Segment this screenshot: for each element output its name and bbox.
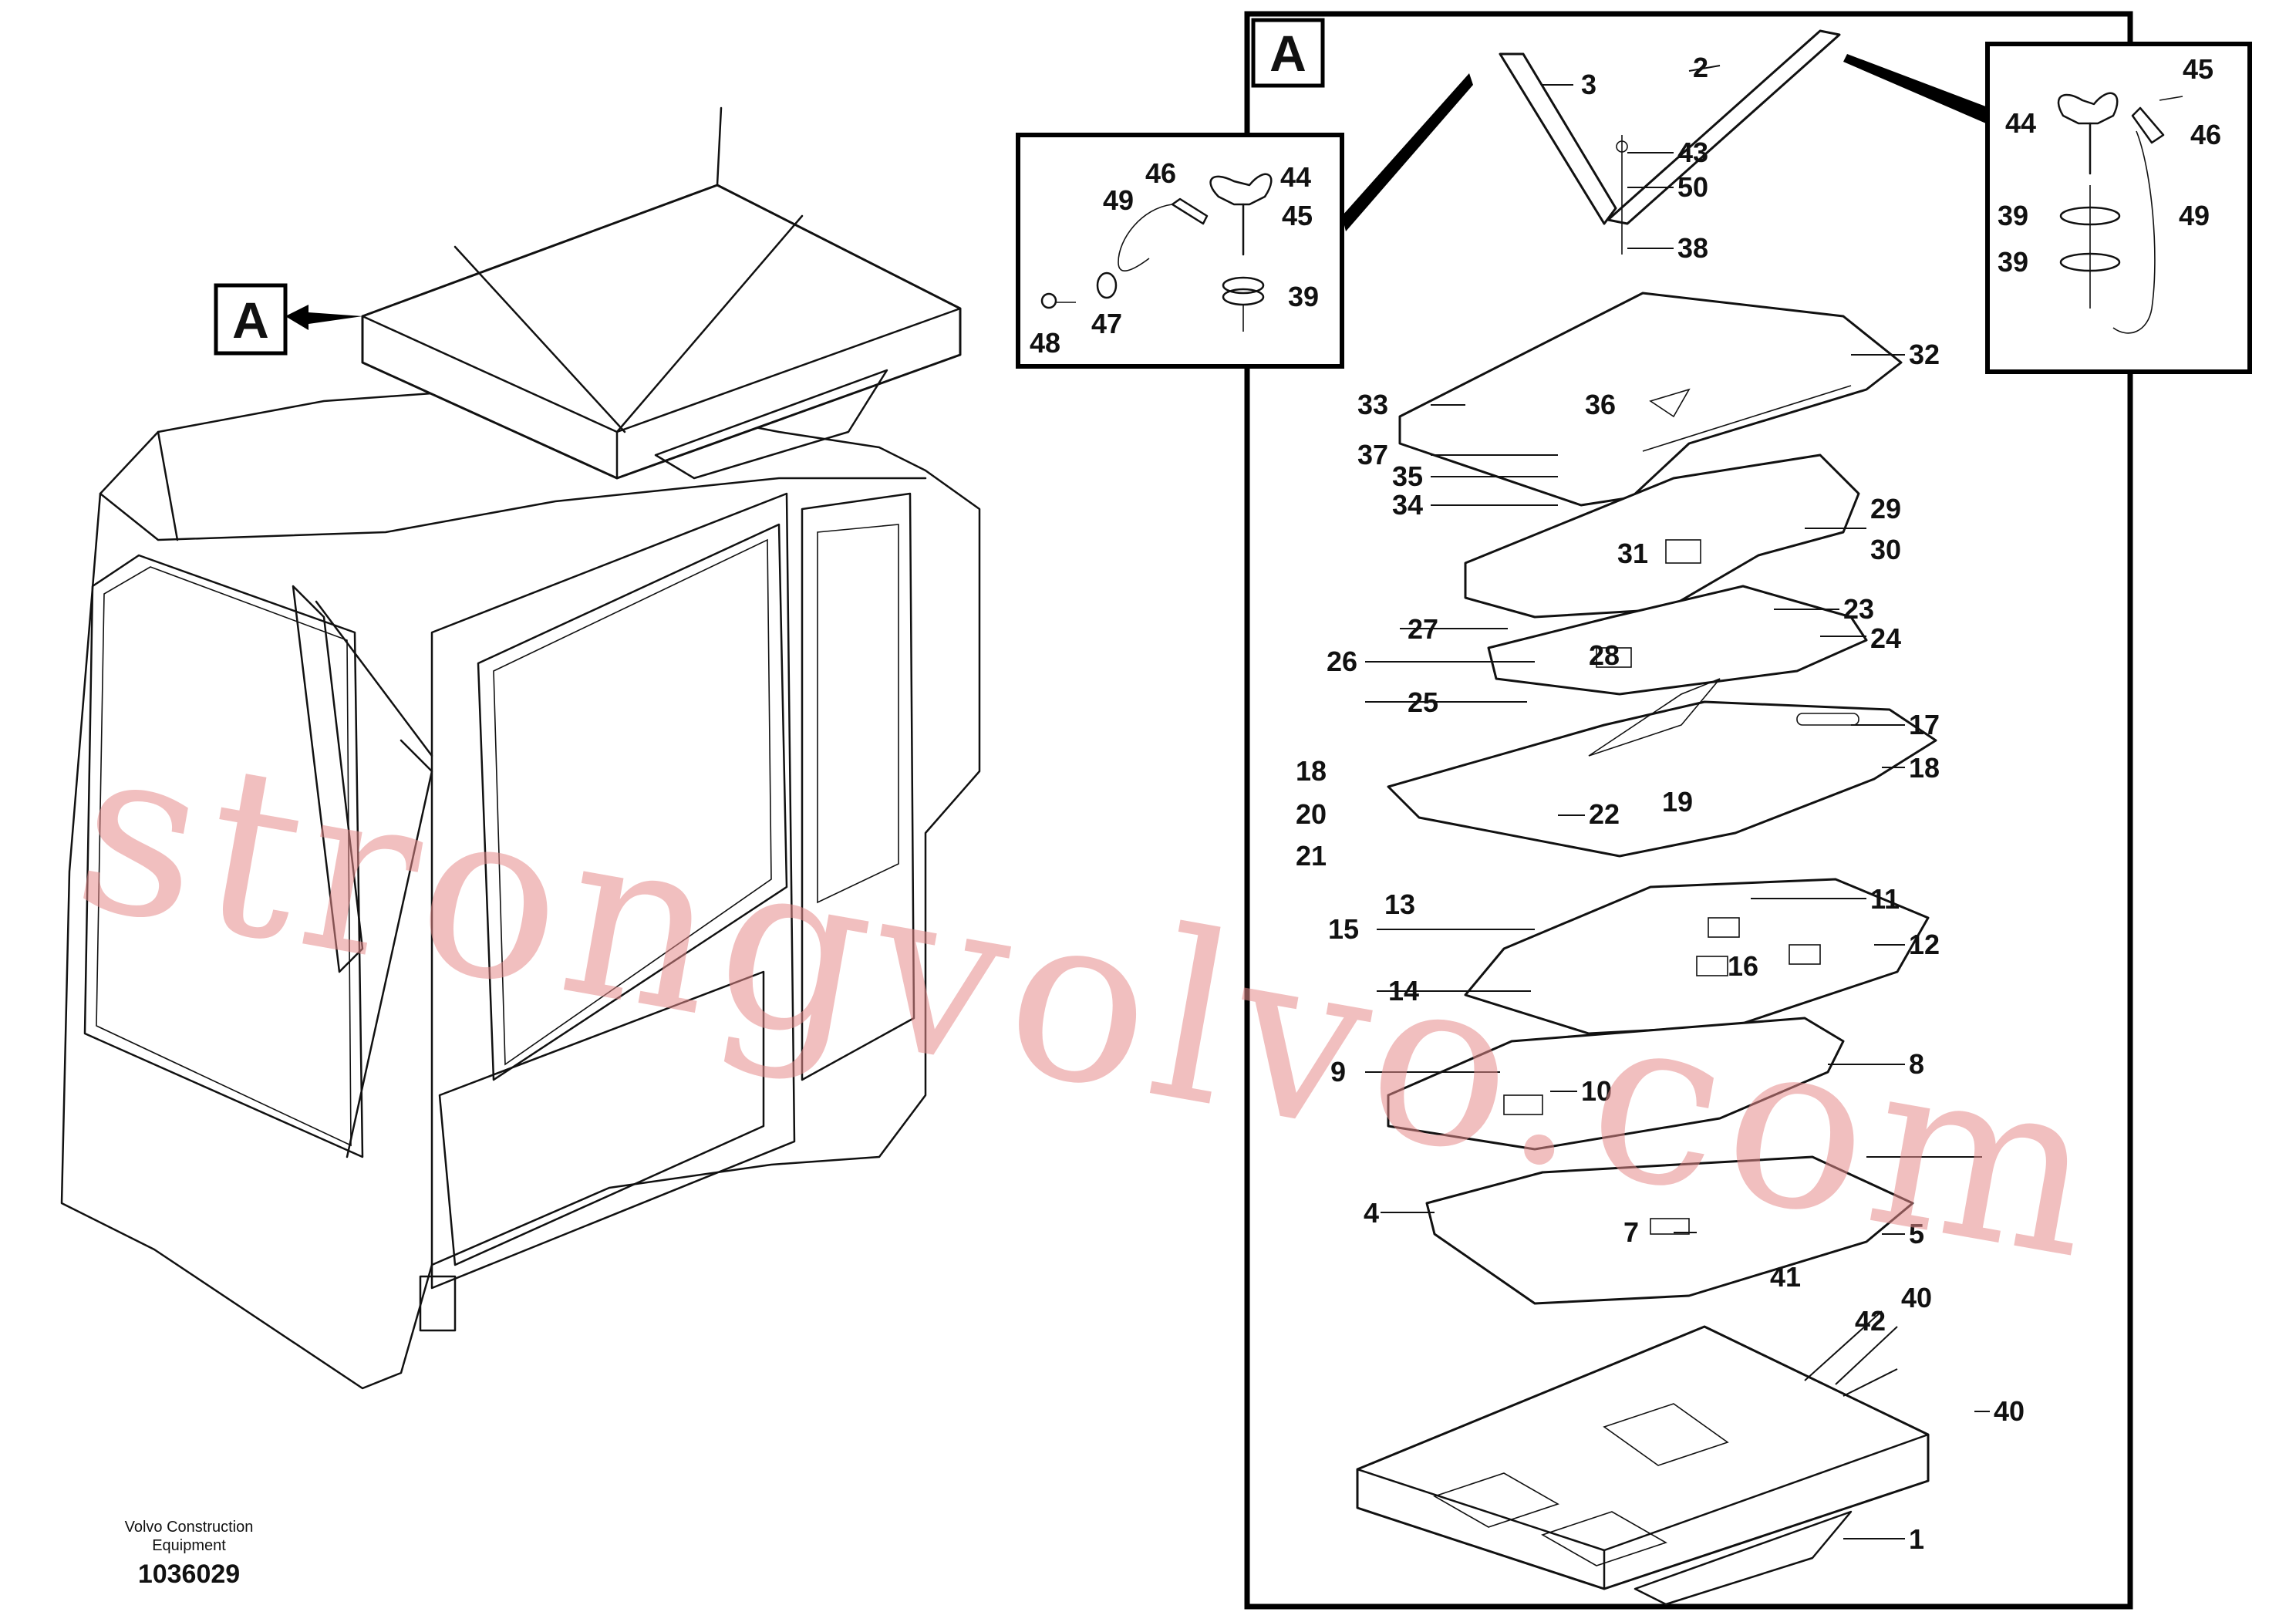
part-labels: 2 3 43 50 38 32 33 36 37 35 34 29 30 31 … [1296,52,2025,1555]
drawing-number: 1036029 [138,1560,240,1589]
inset-right-label-39a: 39 [1998,200,2028,231]
inset-left-parts [1040,173,1273,332]
part-label-28: 28 [1589,639,1620,671]
detail-a-frame [1244,11,2133,1610]
leader-lines [1365,65,1990,1539]
part-label-31: 31 [1617,538,1648,569]
part-label-4: 4 [1364,1197,1379,1229]
part-label-27: 27 [1408,613,1438,645]
part-label-21: 21 [1296,840,1327,872]
part-label-36: 36 [1585,389,1616,420]
part-label-12: 12 [1909,929,1940,960]
part-label-40a: 40 [1901,1282,1932,1313]
panel-8 [1387,1017,1845,1151]
panel-23 [1487,585,1868,696]
inset-right-label-39b: 39 [1998,246,2028,278]
part-label-41: 41 [1770,1261,1801,1293]
panel-32 [1398,292,1903,507]
part-label-25: 25 [1408,686,1438,718]
inset-left-label-49: 49 [1103,184,1134,216]
part-label-5: 5 [1909,1218,1924,1249]
part-label-29: 29 [1870,493,1901,524]
part-label-50: 50 [1677,171,1708,203]
inset-left-pointer [1342,73,1473,231]
inset-left-label-47: 47 [1091,308,1122,339]
inset-left-label-39: 39 [1288,281,1319,312]
detail-a-badge [1251,18,1325,88]
inset-left-labels: 46 49 44 45 39 47 48 [1030,157,1319,359]
part-label-33: 33 [1357,389,1388,420]
inset-left-label-44: 44 [1280,161,1311,193]
part-label-13: 13 [1384,889,1415,920]
part-label-9: 9 [1330,1056,1346,1088]
part-label-18b: 18 [1909,752,1940,784]
inset-right-label-46: 46 [2190,119,2221,150]
inset-right-pointer [1843,54,1990,123]
inset-right-parts [2057,92,2183,334]
inset-right-label-49: 49 [2179,200,2210,231]
part-label-22: 22 [1589,798,1620,830]
inset-right-labels: 45 44 46 39 49 39 [1998,53,2221,278]
part-label-2: 2 [1693,52,1708,83]
inset-right-label-44: 44 [2005,107,2036,139]
part-label-17: 17 [1909,709,1940,740]
cab-illustration [60,106,981,1390]
part-label-7: 7 [1623,1216,1639,1248]
detail-a-letter: A [1269,25,1306,82]
tray-1 [1356,1325,1930,1606]
inset-left-label-45: 45 [1282,200,1313,231]
part-label-16: 16 [1728,950,1758,982]
panel-29 [1464,454,1860,619]
part-label-32: 32 [1909,339,1940,370]
part-label-24: 24 [1870,622,1901,654]
callout-letter: A [232,292,269,349]
part-label-40b: 40 [1994,1395,2025,1427]
company-line-1: Volvo Construction [125,1519,254,1536]
panel-17 [1387,700,1937,858]
part-label-42: 42 [1855,1305,1886,1337]
part-label-23: 23 [1843,593,1874,625]
part-label-1: 1 [1909,1523,1924,1555]
roof-brackets [1499,29,1841,255]
part-label-34: 34 [1392,489,1423,521]
part-label-14: 14 [1388,975,1419,1007]
inset-right-box [1985,42,2252,374]
callout-a-box: A [214,283,362,356]
part-label-37: 37 [1357,439,1388,470]
inset-left-label-48: 48 [1030,327,1060,359]
part-label-43: 43 [1677,137,1708,168]
part-label-3: 3 [1581,69,1596,100]
panel-4 [1425,1155,1914,1305]
company-line-2: Equipment [152,1537,226,1554]
part-label-35: 35 [1392,460,1423,492]
inset-left-box [1016,133,1344,369]
part-label-26: 26 [1327,646,1357,677]
part-label-20: 20 [1296,798,1327,830]
inset-right-label-45: 45 [2183,53,2213,85]
part-label-11: 11 [1870,883,1900,915]
part-label-38: 38 [1677,232,1708,264]
inset-left-label-46: 46 [1145,157,1176,189]
part-label-19: 19 [1662,786,1693,818]
part-label-15: 15 [1328,913,1359,945]
part-label-8: 8 [1909,1048,1924,1080]
part-label-10: 10 [1581,1075,1612,1107]
part-label-18a: 18 [1296,755,1327,787]
part-label-30: 30 [1870,534,1901,565]
